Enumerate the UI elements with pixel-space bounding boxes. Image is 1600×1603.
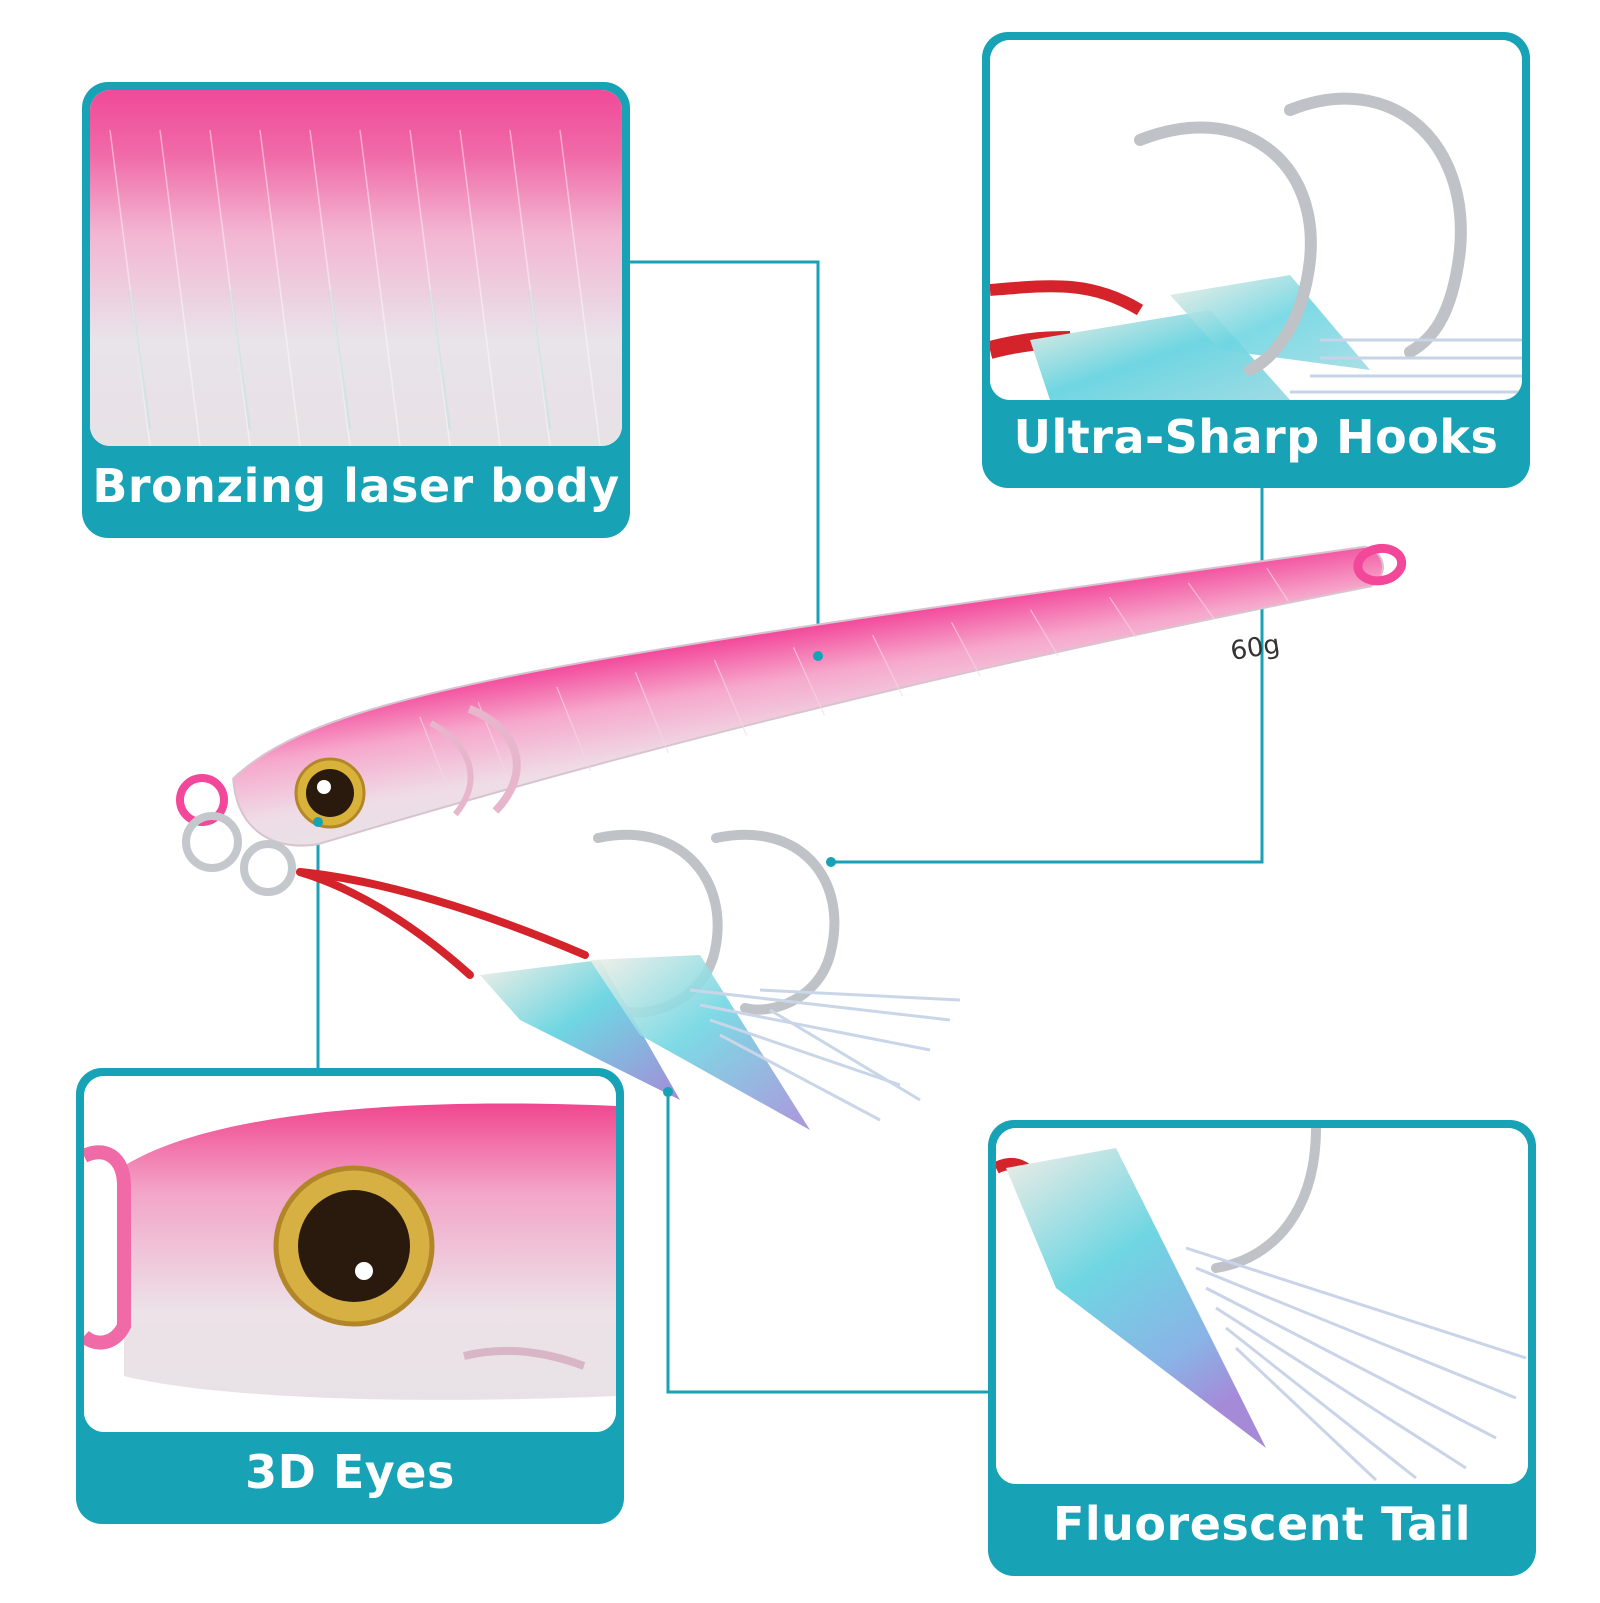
- tail-skirts: [480, 955, 961, 1130]
- feature-panel-tail: Fluorescent Tail: [988, 1120, 1536, 1576]
- connector-tail: [666, 1092, 988, 1394]
- hooks-image: [990, 40, 1522, 400]
- connector-body: [628, 260, 820, 656]
- dot-hooks: [826, 857, 836, 867]
- feature-panel-eyes: 3D Eyes: [76, 1068, 624, 1524]
- connector-hooks: [832, 488, 1264, 864]
- feature-panel-hooks: Ultra-Sharp Hooks: [982, 32, 1530, 488]
- eyes-closeup: [84, 1076, 616, 1432]
- split-rings: [176, 774, 296, 896]
- lure-body: [232, 543, 1407, 847]
- feature-label-eyes: 3D Eyes: [245, 1445, 455, 1499]
- dot-eyes: [313, 817, 323, 827]
- feature-label-body: Bronzing laser body: [92, 459, 620, 513]
- feature-panel-body: Bronzing laser body: [82, 82, 630, 538]
- laser-texture-image: [90, 90, 622, 446]
- dot-tail: [663, 1087, 673, 1097]
- feature-label-tail: Fluorescent Tail: [1052, 1497, 1472, 1551]
- feature-label-hooks: Ultra-Sharp Hooks: [1013, 410, 1499, 464]
- weight-mark: 60g: [1228, 630, 1282, 667]
- tail-closeup: [996, 1128, 1528, 1484]
- tail-image: [996, 1128, 1528, 1484]
- assist-cords: [296, 868, 589, 979]
- lure-eye: [294, 757, 366, 829]
- dot-body: [813, 651, 823, 661]
- eye-image: [84, 1076, 616, 1432]
- hooks-closeup: [990, 40, 1522, 400]
- body-closeup: [90, 90, 622, 446]
